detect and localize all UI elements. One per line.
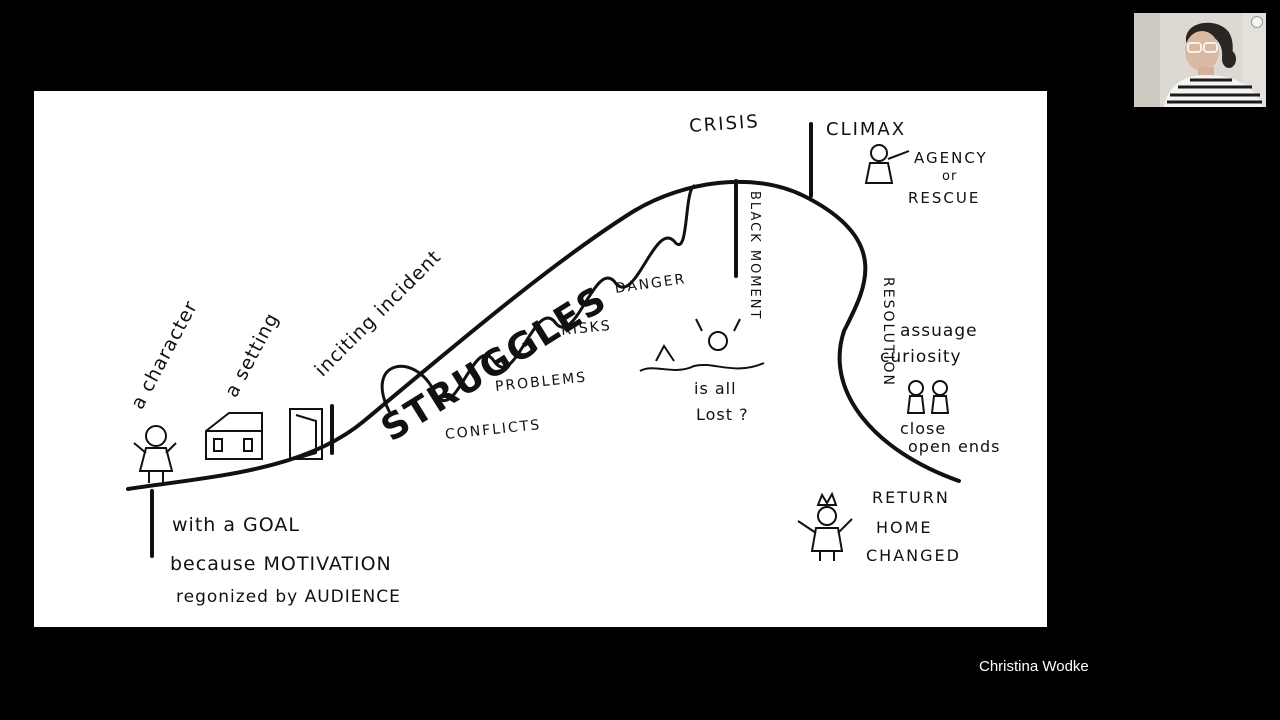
label-open-ends: open ends	[908, 437, 1001, 456]
label-curiosity: curiosity	[880, 347, 962, 367]
shared-slide: a character a setting inciting incident …	[34, 91, 1047, 627]
struggles-wave	[380, 184, 696, 413]
two-figures	[906, 380, 950, 414]
presenter-video-frame	[1134, 13, 1266, 107]
label-assuage: assuage	[900, 321, 978, 341]
label-agency: AGENCY	[914, 149, 988, 167]
label-climax: CLIMAX	[826, 119, 907, 140]
label-goal-line: with a GOAL	[172, 514, 300, 536]
label-return: RETURN	[872, 488, 950, 507]
drowning-figure	[639, 318, 765, 372]
label-changed: CHANGED	[866, 546, 961, 565]
speaker-name-label: Christina Wodke	[979, 658, 1089, 675]
climax-figure	[864, 144, 910, 184]
label-black-moment: BLACK MOMENT	[747, 191, 762, 321]
label-motivation-line: because MOTIVATION	[170, 553, 392, 575]
character-figure	[133, 425, 177, 483]
crowned-figure	[797, 491, 853, 561]
video-options-icon[interactable]	[1251, 16, 1263, 28]
label-home: HOME	[876, 518, 933, 537]
label-close: close	[900, 419, 947, 438]
house-drawing	[205, 412, 263, 460]
door-drawing	[289, 408, 323, 460]
story-arc-drawing	[126, 122, 961, 561]
label-rescue: RESCUE	[908, 189, 981, 207]
label-or: or	[942, 169, 958, 184]
label-is-all: is all	[694, 379, 737, 398]
label-resolution: RESOLUTION	[880, 277, 896, 388]
presenter-video-thumbnail[interactable]	[1134, 13, 1266, 107]
label-audience-line: regonized by AUDIENCE	[176, 587, 401, 607]
label-lost: Lost ?	[696, 405, 749, 424]
